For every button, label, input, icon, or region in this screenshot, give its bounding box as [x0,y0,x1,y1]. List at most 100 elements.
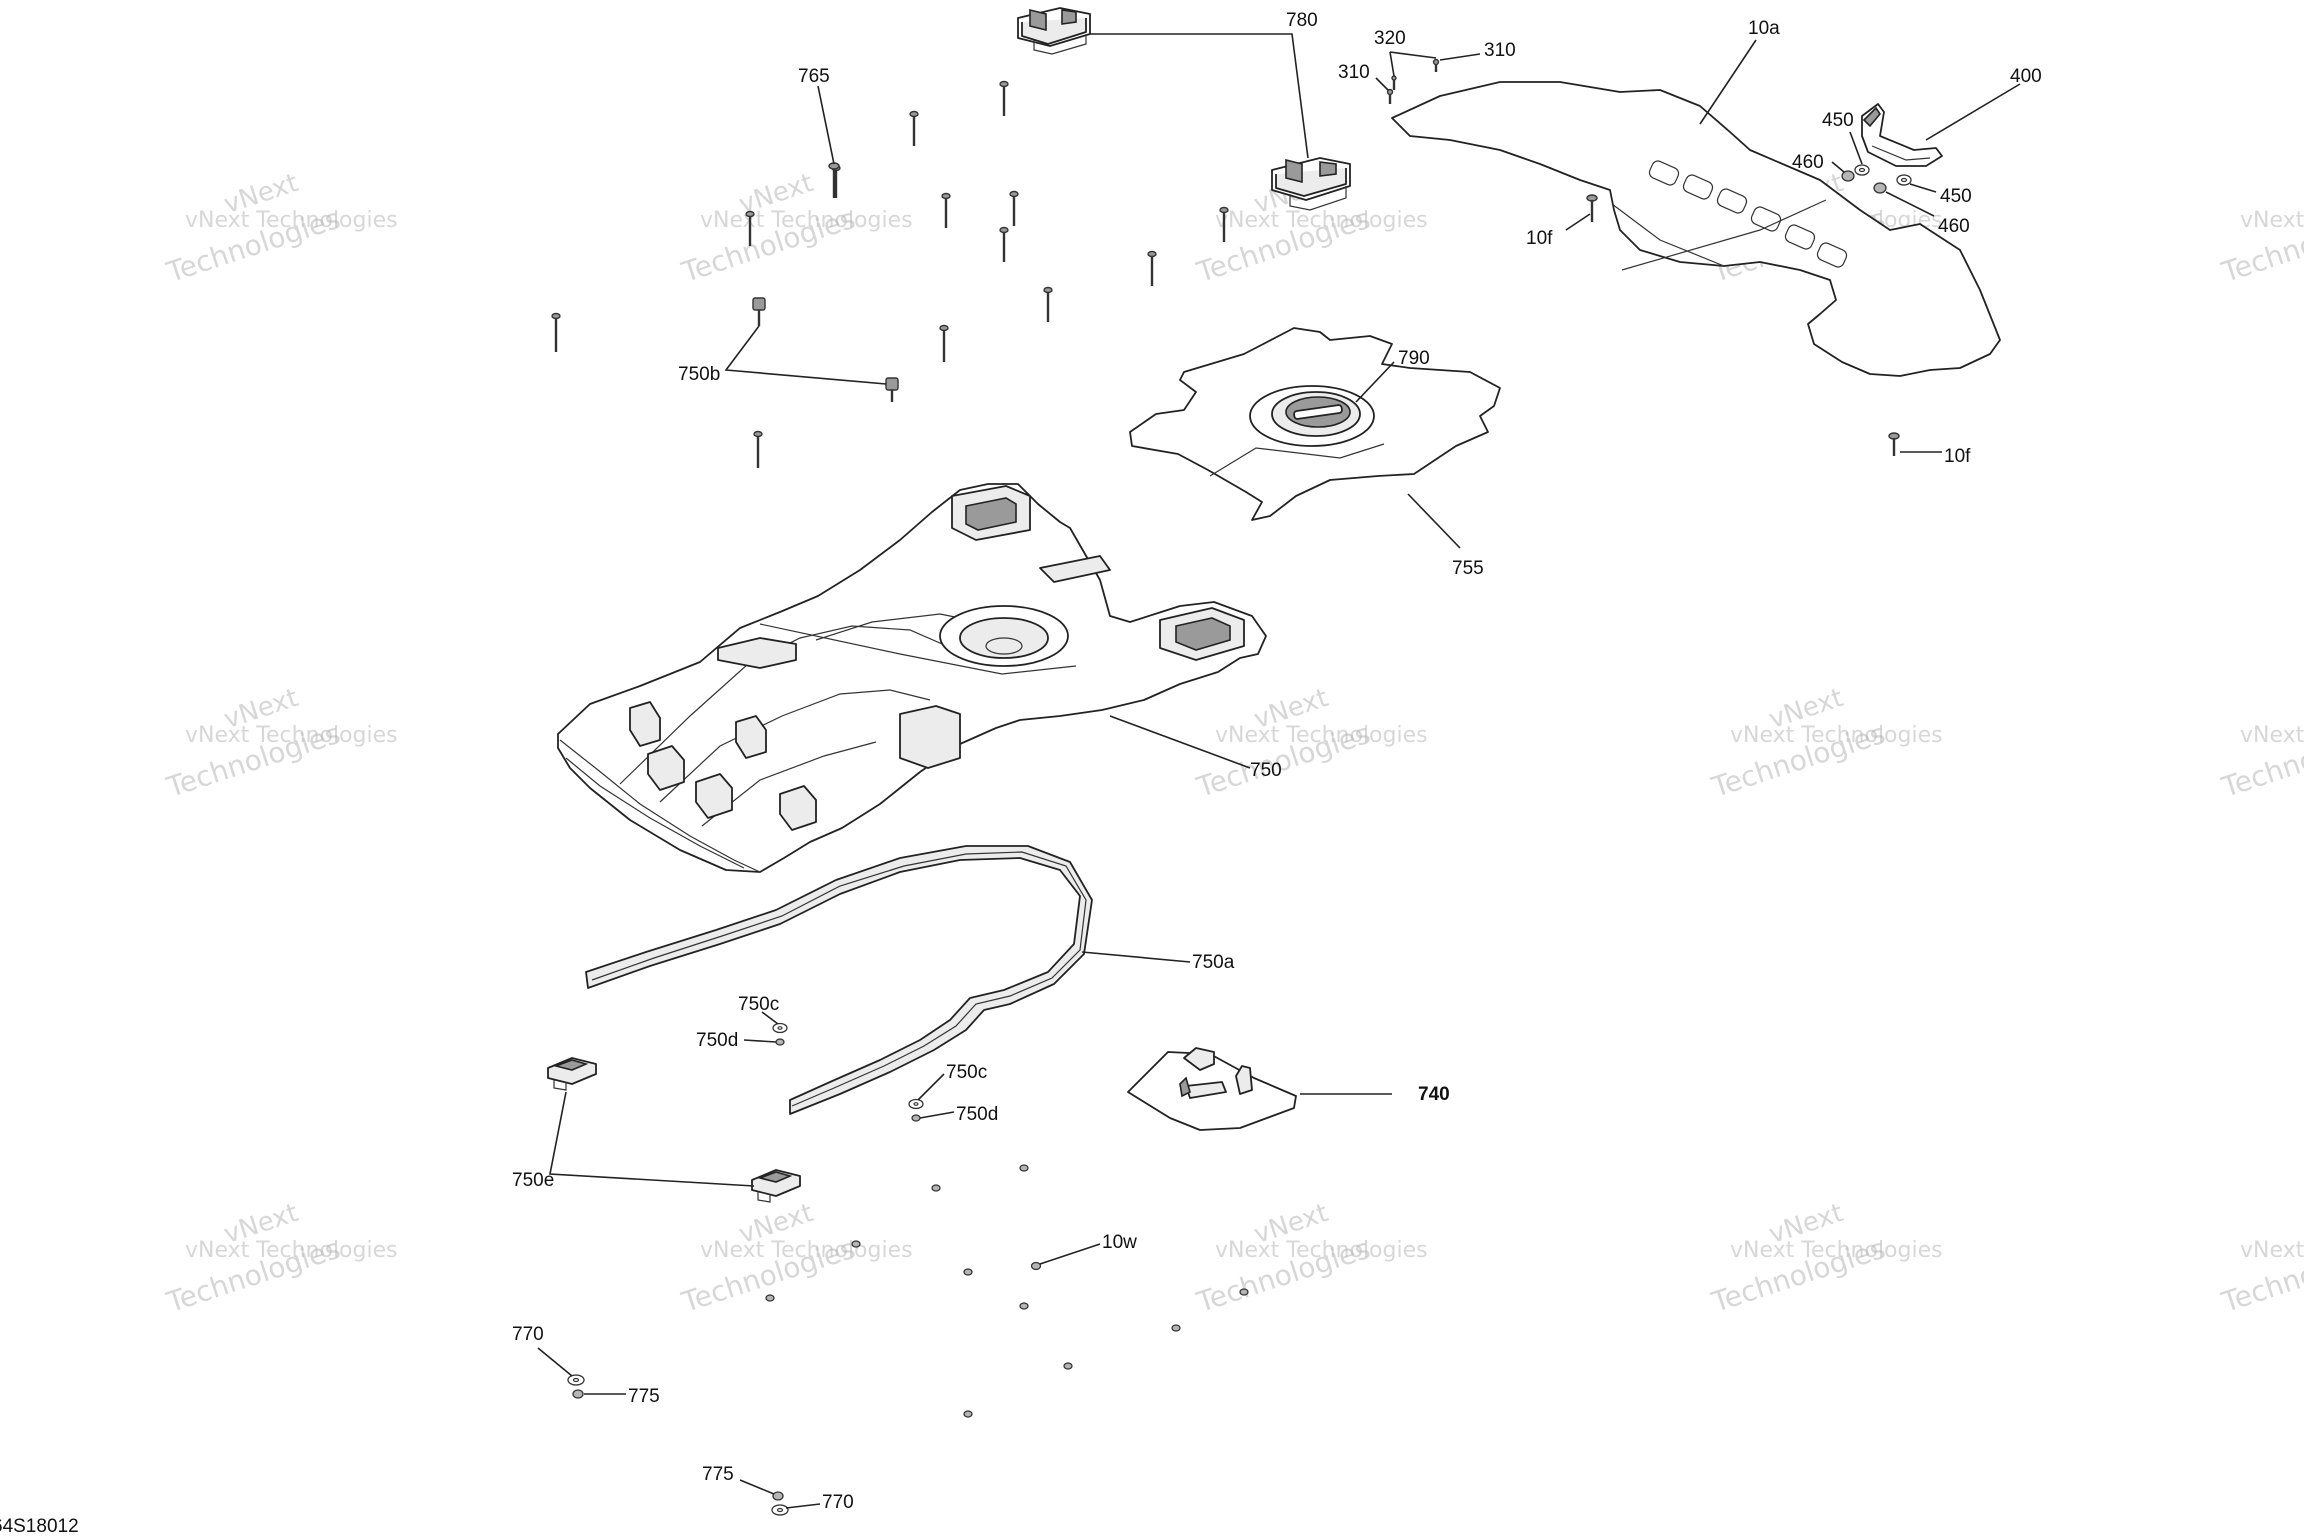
screw-group-765 [551,80,1229,468]
decal-lettering [1648,160,1848,268]
pin-320 [1391,75,1397,90]
svg-text:vNext Technologies: vNext Technologies [1215,208,1428,233]
leader-750d-b [919,1111,955,1119]
svg-text:vNext Technologies: vNext Technologies [185,723,398,748]
bolt-750b-b [885,377,899,402]
nut [963,1410,973,1418]
watermark: vNext Technologies Technologies vNext [1707,683,1943,804]
part-780-bracket-bottom[interactable] [1271,157,1351,211]
part-750e-clip-b[interactable] [751,1169,801,1203]
callout-765: 765 [798,66,830,87]
callout-770-a: 770 [512,1324,544,1345]
svg-text:vNext Technologies: vNext Technologies [2240,723,2304,748]
panel-middle-slot [717,555,1111,769]
leader-775-b [739,1479,775,1495]
screw [753,430,763,468]
leader-755 [1407,493,1461,549]
callout-10f-b: 10f [1944,446,1971,467]
callout-750: 750 [1250,760,1282,781]
part-400-handle[interactable] [1861,103,1943,167]
leader-10f-a [1565,213,1591,231]
leader-450-a [1849,131,1863,165]
nut [931,1184,941,1192]
watermark: vNext Technologies Technologies vNext [1707,1198,1943,1319]
svg-text:vNext Technologies: vNext Technologies [2240,1238,2304,1263]
nut-750d-a [775,1038,785,1046]
leader-310-a [1375,77,1389,91]
screw [909,110,919,146]
svg-text:vNext Technologies: vNext Technologies [1215,723,1428,748]
leader-310-b [1439,53,1481,61]
nut [1030,1261,1042,1271]
leader-10w [1039,1243,1101,1265]
washer-750c-a [772,1022,788,1034]
nut-775-a [572,1389,584,1399]
leader-770-a [537,1347,573,1377]
watermark: vNext Technologies Technologies vNext [162,683,398,804]
leader-400 [1925,83,2021,141]
panel-right-slot [1159,607,1245,661]
watermark: vNext Technologies Technologies vNext [162,168,398,289]
nut-750d-b [911,1114,921,1122]
svg-text:vNext Technologies: vNext Technologies [1730,1238,1943,1263]
leader-780 [1090,33,1309,159]
nut [1063,1362,1073,1370]
callout-450-b: 450 [1940,186,1972,207]
nut-460-a [1841,170,1855,182]
callout-750c-b: 750c [946,1062,987,1083]
svg-text:vNext Technologies: vNext Technologies [1215,1238,1428,1263]
leader-750 [1109,715,1251,769]
pin-310-a [1386,88,1394,104]
callout-10w: 10w [1102,1232,1137,1253]
screw [999,80,1009,116]
svg-text:vNext Technologies: vNext Technologies [1730,723,1943,748]
screw [745,210,755,246]
watermark: vNext Technologies Technologies [2217,1232,2304,1319]
leader-765 [817,85,835,165]
nut [851,1240,861,1248]
nut [1171,1324,1181,1332]
screw [1219,206,1229,242]
part-750a-trim-seal[interactable] [585,845,1093,1115]
callout-790: 790 [1398,348,1430,369]
part-740-bracket-plate[interactable] [1127,1047,1297,1131]
leader-750b [724,325,887,385]
callout-740: 740 [1418,1084,1450,1105]
part-750-main-panel[interactable] [557,483,1267,873]
nut [1019,1302,1029,1310]
leader-770-b [785,1503,821,1509]
nut [963,1268,973,1276]
part-790-cap[interactable] [1249,385,1375,447]
screw-10f-a [1586,194,1598,222]
callout-310-b: 310 [1484,40,1516,61]
nut-460-b [1873,182,1887,194]
watermark: vNext Technologies Technologies vNext [677,168,913,289]
leader-790 [1355,361,1395,403]
callout-400: 400 [2010,66,2042,87]
screw [551,312,561,352]
panel-top-slot [951,485,1031,541]
nut-group-10w [765,1164,1249,1418]
watermark: vNext Technologies Technologies vNext [677,1198,913,1319]
leader-450-b [1909,183,1937,193]
washer-450-b [1896,174,1912,186]
watermark: vNext Technologies Technologies vNext [1192,1198,1428,1319]
screw-765 [828,162,840,198]
part-10a-decal[interactable] [1391,81,2001,377]
svg-text:vNext Technologies: vNext Technologies [185,1238,398,1263]
washer-770-a [567,1374,585,1386]
screw-10f-b [1888,432,1900,456]
svg-text:vNext Technologies: vNext Technologies [700,1238,913,1263]
nut [765,1294,775,1302]
part-780-bracket-top[interactable] [1017,7,1091,55]
callout-10f-a: 10f [1526,228,1553,249]
washer-750c-b [908,1098,924,1110]
screw [939,324,949,362]
callout-750c-a: 750c [738,994,779,1015]
callout-755: 755 [1452,558,1484,579]
part-750e-clip-a[interactable] [547,1057,597,1091]
callout-770-b: 770 [822,1492,854,1513]
screw [999,226,1009,262]
svg-text:vNext Technologies: vNext Technologies [700,208,913,233]
leader-460-a [1831,161,1845,173]
